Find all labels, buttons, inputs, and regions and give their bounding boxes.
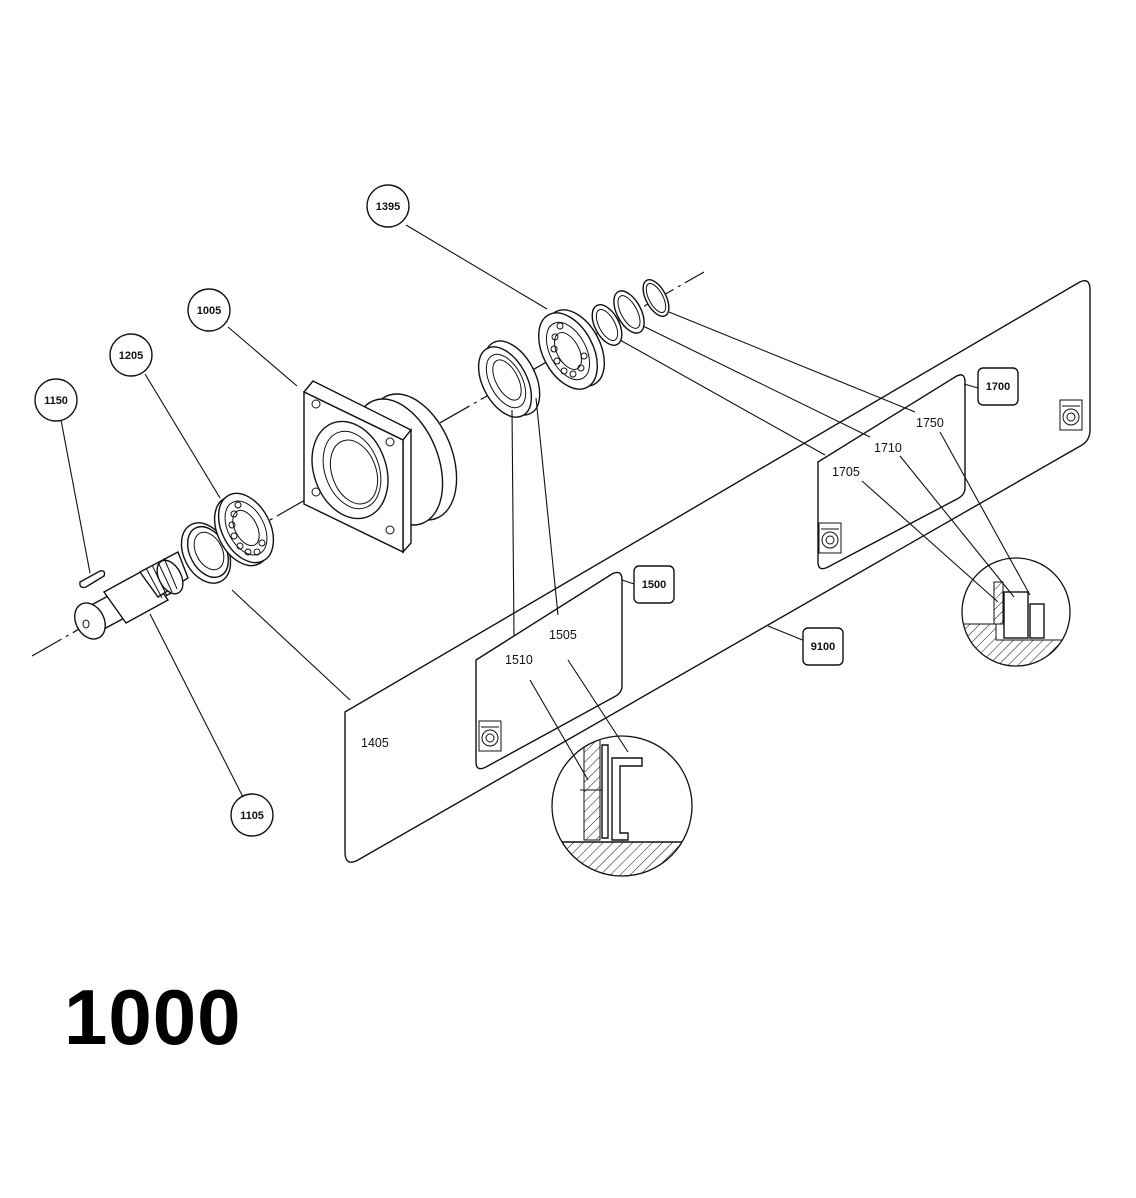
kit-symbol-icon [818,522,842,554]
part-label-1405: 1405 [361,736,389,750]
leader-lines [60,224,1031,798]
seal-subkit-card-1500 [475,571,623,770]
svg-text:1500: 1500 [642,579,666,591]
svg-text:1700: 1700 [986,381,1010,393]
callout-1500: 1500 [633,565,675,604]
svg-text:1005: 1005 [197,305,221,317]
part-label-1510: 1510 [505,653,533,667]
callout-1005: 1005 [187,288,231,332]
kit-symbol-icon [1059,399,1083,431]
seal-kit-card [344,280,1091,863]
part-label-1750: 1750 [916,416,944,430]
callout-1105: 1105 [230,793,274,837]
callout-1205: 1205 [109,333,153,377]
key-part [79,570,106,589]
svg-text:1150: 1150 [44,395,68,407]
svg-text:1205: 1205 [119,350,143,362]
callout-1395: 1395 [366,184,410,228]
flange-housing-part [302,380,458,554]
seal-subkit-card-1700 [817,374,966,570]
rings-1700-part [591,279,670,346]
svg-text:9100: 9100 [811,641,835,653]
shaft-part [74,551,189,640]
part-label-1710: 1710 [874,441,902,455]
svg-text:1105: 1105 [240,810,264,822]
part-label-1505: 1505 [549,628,577,642]
bearing-1395-part [538,309,605,390]
bearing-1205-part [213,492,275,567]
callout-1700: 1700 [977,367,1019,406]
part-label-1705: 1705 [832,465,860,479]
assembly-number: 1000 [64,973,242,1061]
seal-section-detail-1500 [551,735,693,877]
callout-1150: 1150 [34,378,78,422]
callout-9100: 9100 [802,627,844,666]
svg-text:1395: 1395 [376,201,400,213]
seal-1500-part [477,340,541,418]
ring-section-detail-1700 [961,557,1071,667]
kit-symbol-icon [478,720,502,752]
